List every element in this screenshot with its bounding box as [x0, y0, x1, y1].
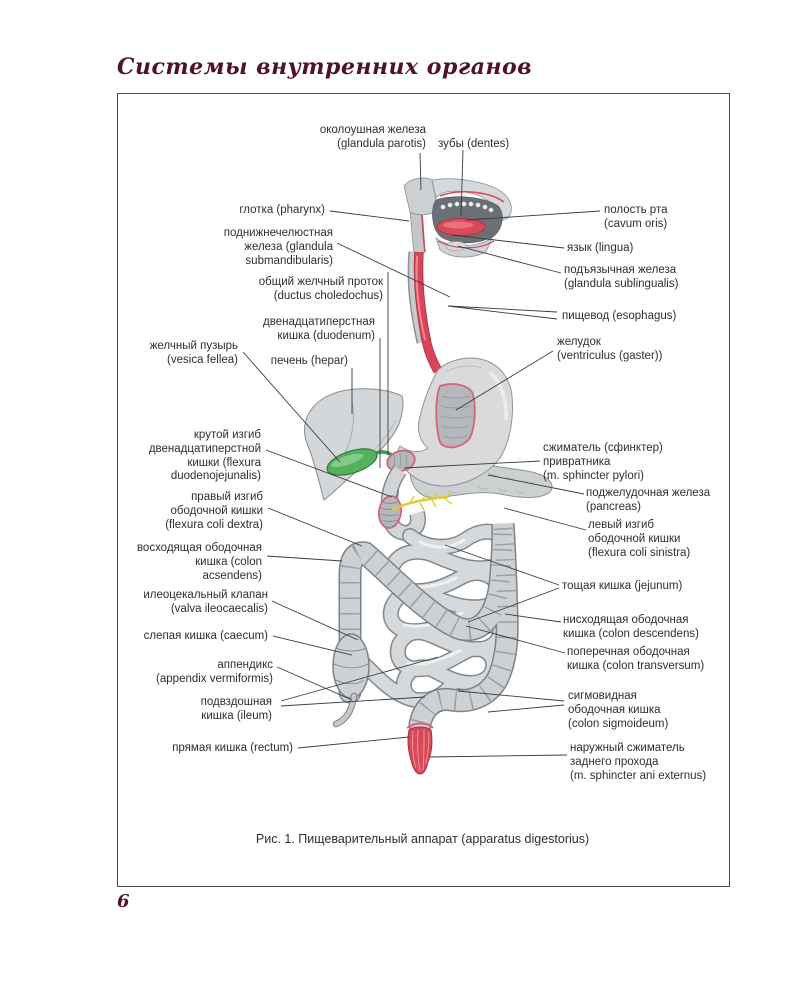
pancreatic-duct-shape — [391, 491, 453, 512]
head-shape — [403, 177, 512, 258]
page-title: Системы внутренних органов — [117, 54, 533, 80]
label-left-colic-flexure: левый изгиб ободочной кишки (flexura col… — [588, 519, 691, 559]
figure-caption: Рис. 1. Пищеварительный аппарат (apparat… — [255, 832, 590, 846]
label-esophagus: пищевод (esophagus) — [562, 310, 677, 322]
colon-shape — [332, 523, 519, 736]
leader-lines — [242, 149, 601, 758]
label-caecum: слепая кишка (caecum) — [143, 630, 268, 642]
duodenum-shape — [377, 465, 426, 542]
label-appendix: аппендикс (appendix vermiformis) — [156, 659, 273, 685]
page-number: 6 — [117, 891, 130, 912]
label-submandibular-gland: поднижнечелюстная железа (glandula subma… — [223, 227, 333, 267]
label-duodenum: двенадцатиперстная кишка (duodenum) — [263, 316, 375, 342]
label-ileocaecal-valve: илеоцекальный клапан (valva ileocaecalis… — [143, 589, 268, 615]
stomach-shape — [386, 357, 513, 487]
esophagus-shape — [407, 251, 443, 374]
label-pancreas: поджелудочная железа (pancreas) — [586, 487, 711, 513]
label-right-colic-flexure: правый изгиб ободочной кишки (flexura co… — [165, 491, 263, 531]
rectum-shape — [406, 722, 434, 775]
stomach-cut-window — [435, 383, 476, 449]
label-parotid-gland: околоушная железа (glandula parotis) — [319, 124, 426, 150]
label-tongue: язык (lingua) — [567, 242, 634, 254]
label-common-bile-duct: общий желчный проток (ductus choledochus… — [258, 276, 383, 302]
label-oral-cavity: полость рта (cavum oris) — [604, 204, 668, 230]
label-jejunum: тощая кишка (jejunum) — [562, 580, 683, 592]
label-transverse-colon: поперечная ободочная кишка (colon transv… — [567, 646, 705, 672]
label-ascending-colon: восходящая ободочная кишка (colon acsend… — [136, 542, 262, 582]
label-rectum: прямая кишка (rectum) — [172, 742, 293, 754]
label-liver: печень (hepar) — [270, 355, 348, 367]
label-sigmoid-colon: сигмовидная ободочная кишка (colon sigmo… — [568, 690, 669, 730]
label-ileum: подвздошная кишка (ileum) — [200, 696, 272, 722]
label-pharynx: глотка (pharynx) — [239, 204, 325, 216]
label-stomach: желудок (ventriculus (gaster)) — [557, 336, 663, 362]
label-descending-colon: нисходящая ободочная кишка (colon descen… — [563, 614, 699, 640]
label-sublingual-gland: подъязычная железа (glandula sublinguali… — [564, 264, 679, 290]
label-external-anal-sphincter: наружный сжиматель заднего прохода (m. s… — [570, 742, 707, 782]
label-gallbladder: желчный пузырь (vesica fellea) — [149, 340, 238, 366]
label-teeth: зубы (dentes) — [438, 138, 510, 150]
label-pyloric-sphincter: сжиматель (сфинктер) привратника (m. sph… — [543, 442, 663, 482]
duodenum-cut-window — [377, 495, 403, 529]
label-duodenojejunal-flexure: крутой изгиб двенадцатиперстной кишки (f… — [148, 429, 261, 483]
